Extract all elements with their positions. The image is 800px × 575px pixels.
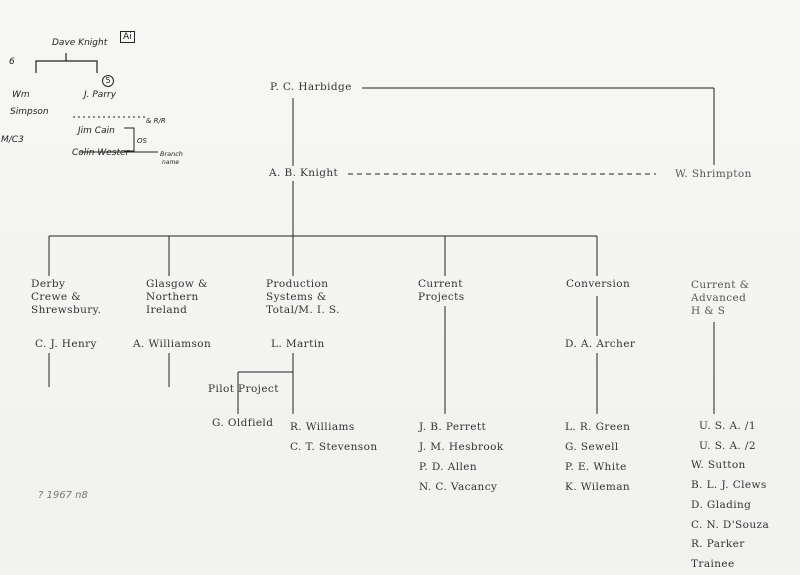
handwritten-margin-ref: M/C3 [1, 135, 24, 145]
handwritten-hook [124, 127, 135, 152]
pilot-project-label: Pilot Project [208, 383, 279, 395]
hs-staff-item: U. S. A. /2 [699, 439, 756, 452]
conversion-staff-item: G. Sewell [565, 441, 619, 453]
glasgow-head-name: A. Williamson [133, 338, 212, 350]
hs-staff-item: C. N. D'Souza [691, 518, 770, 531]
production-head-name: L. Martin [271, 338, 325, 350]
harbidge-name: P. C. Harbidge [270, 81, 352, 93]
hs-staff-item: B. L. J. Clews [691, 479, 767, 492]
handwritten-low-tag-1: Branch [160, 150, 183, 158]
handwritten-left-name-1: Wm [12, 90, 30, 100]
handwritten-left-num: 6 [9, 57, 15, 67]
current-projects-staff-item: J. M. Hesbrook [419, 441, 504, 453]
handwritten-date-note: ? 1967 n8 [38, 490, 88, 501]
handwritten-mid-os: OS [137, 137, 147, 145]
conversion-staff-item: K. Wileman [565, 481, 631, 493]
production-staff-list: R. Williams C. T. Stevenson [290, 417, 377, 457]
hs-staff-list: U. S. A. /1 U. S. A. /2 W. Sutton B. L. … [691, 417, 769, 575]
hs-staff-item: W. Sutton [691, 459, 746, 472]
hs-staff-item: Trainee [691, 557, 735, 570]
handwritten-right-num: 5 [102, 75, 114, 87]
handwritten-left-name-2: Simpson [10, 107, 49, 117]
conversion-head-name: D. A. Archer [565, 338, 636, 350]
handwritten-top-name: Dave Knight [52, 38, 108, 48]
conversion-staff-item: P. E. White [565, 461, 627, 473]
handwritten-low-name: Colin Wester [72, 148, 130, 158]
handwritten-right-name: J. Parry [84, 90, 117, 100]
oldfield-name: G. Oldfield [212, 417, 274, 429]
shrimpton-name: W. Shrimpton [675, 168, 752, 180]
production-staff-item: R. Williams [290, 421, 355, 433]
current-projects-staff-item: P. D. Allen [419, 461, 478, 473]
hs-staff-item: D. Glading [691, 498, 752, 511]
handwritten-box-code: Ai [120, 31, 135, 43]
current-projects-staff-list: J. B. Perrett J. M. Hesbrook P. D. Allen… [419, 417, 504, 497]
conversion-staff-list: L. R. Green G. Sewell P. E. White K. Wil… [565, 417, 630, 497]
conversion-staff-item: L. R. Green [565, 421, 631, 433]
current-projects-staff-item: J. B. Perrett [419, 421, 487, 433]
hs-staff-item: R. Parker [691, 538, 745, 551]
derby-head-name: C. J. Henry [35, 338, 97, 350]
handwritten-bracket [35, 60, 98, 73]
knight-name: A. B. Knight [269, 167, 339, 179]
division-conversion-title: Conversion [566, 278, 631, 290]
production-staff-item: C. T. Stevenson [290, 441, 378, 453]
handwritten-low-tag-2: name [162, 159, 180, 166]
handwritten-mid-name: Jim Cain [78, 126, 115, 136]
hs-staff-item: U. S. A. /1 [699, 420, 756, 432]
handwritten-mid-tag: & R/R [146, 117, 166, 125]
current-projects-staff-item: N. C. Vacancy [419, 481, 498, 493]
